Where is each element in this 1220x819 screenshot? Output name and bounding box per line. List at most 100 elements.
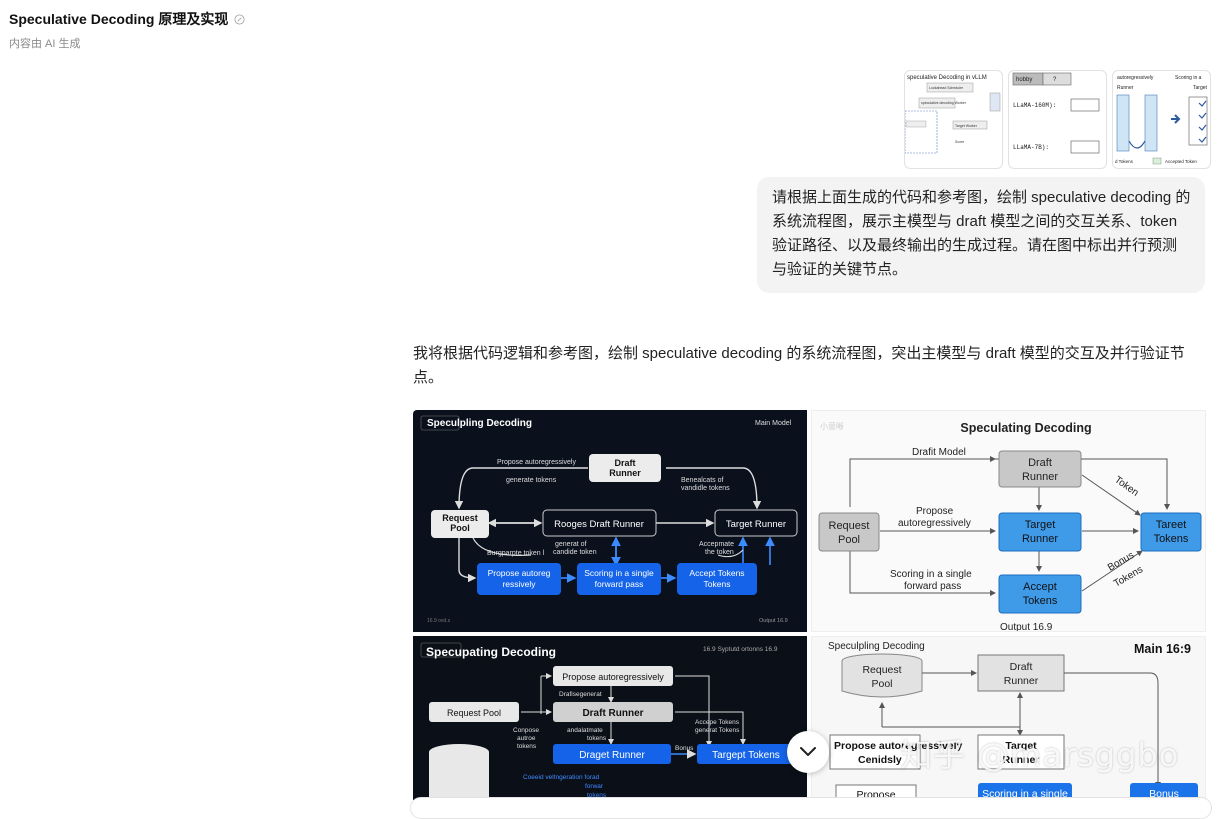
svg-text:Accepted Token: Accepted Token: [1165, 159, 1197, 164]
img1-node-draft: [589, 454, 661, 482]
attachment-thumbnail-1[interactable]: speculative Decoding in vLLM Lookahead S…: [904, 70, 1003, 169]
svg-text:Runner: Runner: [1022, 533, 1058, 545]
svg-text:Output 16.9: Output 16.9: [1000, 622, 1053, 632]
svg-text:Scoring in a single: Scoring in a single: [584, 568, 654, 578]
svg-text:Speculpling Decoding: Speculpling Decoding: [427, 418, 532, 429]
svg-text:Pool: Pool: [450, 523, 470, 533]
svg-text:Score: Score: [955, 140, 964, 144]
img1-node-propose: [477, 563, 561, 595]
svg-text:Main 16:9: Main 16:9: [1134, 642, 1191, 656]
svg-text:LLaMA-7B):: LLaMA-7B):: [1013, 144, 1049, 151]
svg-text:Coeeid veltngeration forad: Coeeid veltngeration forad: [523, 774, 600, 781]
svg-text:speculative decoding Worker: speculative decoding Worker: [921, 101, 967, 105]
svg-text:Rooges Draft Runner: Rooges Draft Runner: [554, 519, 644, 530]
svg-text:小意晰: 小意晰: [820, 421, 844, 431]
user-message-text: 请根据上面生成的代码和参考图，绘制 speculative decoding 的…: [772, 189, 1191, 278]
svg-text:Propose: Propose: [856, 789, 895, 800]
generated-image-2[interactable]: 小意晰 Speculating Decoding Draft Runner Re…: [811, 410, 1206, 632]
svg-text:generate tokens: generate tokens: [506, 477, 557, 484]
edit-icon[interactable]: [234, 13, 245, 25]
conversation-title[interactable]: Speculative Decoding 原理及实现: [9, 9, 245, 29]
svg-text:Tokens: Tokens: [1023, 595, 1058, 607]
svg-text:Propose autoreg: Propose autoreg: [488, 568, 551, 578]
svg-text:Request: Request: [442, 513, 478, 523]
zhihu-watermark: 知乎 @marsggbo: [900, 736, 1180, 774]
svg-text:Propose: Propose: [916, 506, 954, 517]
generated-image-1[interactable]: Speculpling Decoding Main Model Draft Ru…: [413, 410, 807, 632]
img1-node-target: [714, 509, 798, 537]
svg-text:tokens: tokens: [587, 792, 607, 799]
svg-text:the token: the token: [705, 549, 734, 556]
svg-text:Runner: Runner: [1004, 675, 1039, 687]
attachment-thumbnail-2[interactable]: hobby ? LLaMA-160M): LLaMA-7B):: [1008, 70, 1107, 169]
svg-text:Scoring in a single: Scoring in a single: [890, 569, 972, 580]
svg-text:16.9 Syptutd ortonns 16.9: 16.9 Syptutd ortonns 16.9: [703, 646, 778, 653]
svg-text:Tokens: Tokens: [704, 579, 731, 589]
svg-text:Runner: Runner: [1117, 85, 1134, 91]
generated-image-3[interactable]: Specupating Decoding 16.9 Syptutd ortonn…: [413, 636, 807, 800]
svg-text:Accepe Tokens: Accepe Tokens: [695, 719, 740, 726]
svg-text:Target Runner: Target Runner: [726, 519, 786, 530]
svg-text:tokens: tokens: [517, 743, 537, 750]
svg-text:andalatmate: andalatmate: [567, 727, 603, 734]
svg-text:generat Tokens: generat Tokens: [695, 727, 740, 734]
img1-node-accept: [677, 563, 757, 595]
svg-text:Request Pool: Request Pool: [447, 708, 501, 718]
svg-text:d Tokens: d Tokens: [1115, 159, 1134, 164]
svg-text:Pool: Pool: [871, 678, 892, 690]
svg-text:forwar: forwar: [585, 783, 604, 790]
svg-text:Output 16.9: Output 16.9: [759, 618, 788, 624]
conversation-header: Speculative Decoding 原理及实现 内容由 AI 生成: [9, 9, 245, 51]
svg-text:Drafit Model: Drafit Model: [912, 447, 966, 458]
svg-text:Accepmate: Accepmate: [699, 541, 734, 548]
svg-text:Speculpling Decoding: Speculpling Decoding: [828, 641, 925, 652]
svg-text:Scoring in a single: Scoring in a single: [982, 788, 1068, 800]
svg-text:Target: Target: [1005, 740, 1037, 752]
img1-node-rooges: [542, 509, 657, 537]
attachment-thumbnails: speculative Decoding in vLLM Lookahead S…: [904, 70, 1211, 169]
svg-text:Conpose: Conpose: [513, 727, 539, 734]
svg-text:Request: Request: [862, 664, 901, 676]
svg-text:Target: Target: [1193, 85, 1208, 91]
svg-text:Propose autoregressively: Propose autoregressively: [497, 459, 576, 466]
svg-text:Scoring in a: Scoring in a: [1175, 75, 1202, 81]
svg-text:Tokens: Tokens: [1154, 533, 1189, 545]
svg-text:Accept Tokens: Accept Tokens: [689, 568, 744, 578]
svg-text:forward pass: forward pass: [595, 579, 644, 589]
conversation-title-text: Speculative Decoding 原理及实现: [9, 11, 229, 27]
svg-text:Accept: Accept: [1023, 581, 1057, 593]
svg-text:Runner: Runner: [609, 468, 641, 478]
svg-text:Specupating Decoding: Specupating Decoding: [426, 645, 556, 659]
scroll-to-bottom-button[interactable]: [787, 731, 829, 773]
svg-text:autroe: autroe: [517, 735, 536, 742]
svg-text:Tareet: Tareet: [1156, 519, 1187, 531]
svg-text:Target: Target: [1025, 519, 1056, 531]
svg-text:Benealcats of: Benealcats of: [681, 477, 723, 484]
svg-text:Runner: Runner: [1022, 471, 1058, 483]
attachment-thumbnail-3[interactable]: autoregressively Scoring in a Runner Tar…: [1112, 70, 1211, 169]
svg-text:Bonus: Bonus: [675, 745, 694, 752]
svg-text:Cenidsly: Cenidsly: [858, 754, 902, 766]
svg-text:Propose autoregressively: Propose autoregressively: [562, 672, 664, 682]
generated-image-4[interactable]: Speculpling Decoding Main 16:9 Request P…: [811, 636, 1206, 800]
svg-text:ressively: ressively: [502, 579, 536, 589]
svg-text:Draft: Draft: [614, 458, 635, 468]
svg-text:generat of: generat of: [555, 541, 587, 548]
svg-text:Main Model: Main Model: [755, 420, 792, 427]
thumb1-title: speculative Decoding in vLLM: [907, 75, 987, 81]
svg-text:16.9 ovd.s: 16.9 ovd.s: [427, 618, 451, 624]
svg-text:?: ?: [1053, 77, 1057, 83]
chat-input-box[interactable]: [410, 797, 1212, 819]
svg-text:autoregressively: autoregressively: [898, 518, 971, 529]
svg-text:Pool: Pool: [838, 534, 860, 546]
svg-text:Burgparpte token l: Burgparpte token l: [487, 550, 545, 557]
img1-node-scoring: [577, 563, 661, 595]
img1-node-pool: [431, 510, 489, 538]
assistant-message-text: 我将根据代码逻辑和参考图，绘制 speculative decoding 的系统…: [413, 345, 1185, 386]
svg-text:Draft Runner: Draft Runner: [582, 708, 643, 719]
svg-text:Drafisegenerat: Drafisegenerat: [559, 691, 602, 698]
generated-image-grid: Speculpling Decoding Main Model Draft Ru…: [413, 410, 1206, 800]
svg-text:autoregressively: autoregressively: [1117, 75, 1154, 81]
svg-text:candide token: candide token: [553, 549, 597, 556]
chevron-down-icon: [800, 747, 816, 756]
